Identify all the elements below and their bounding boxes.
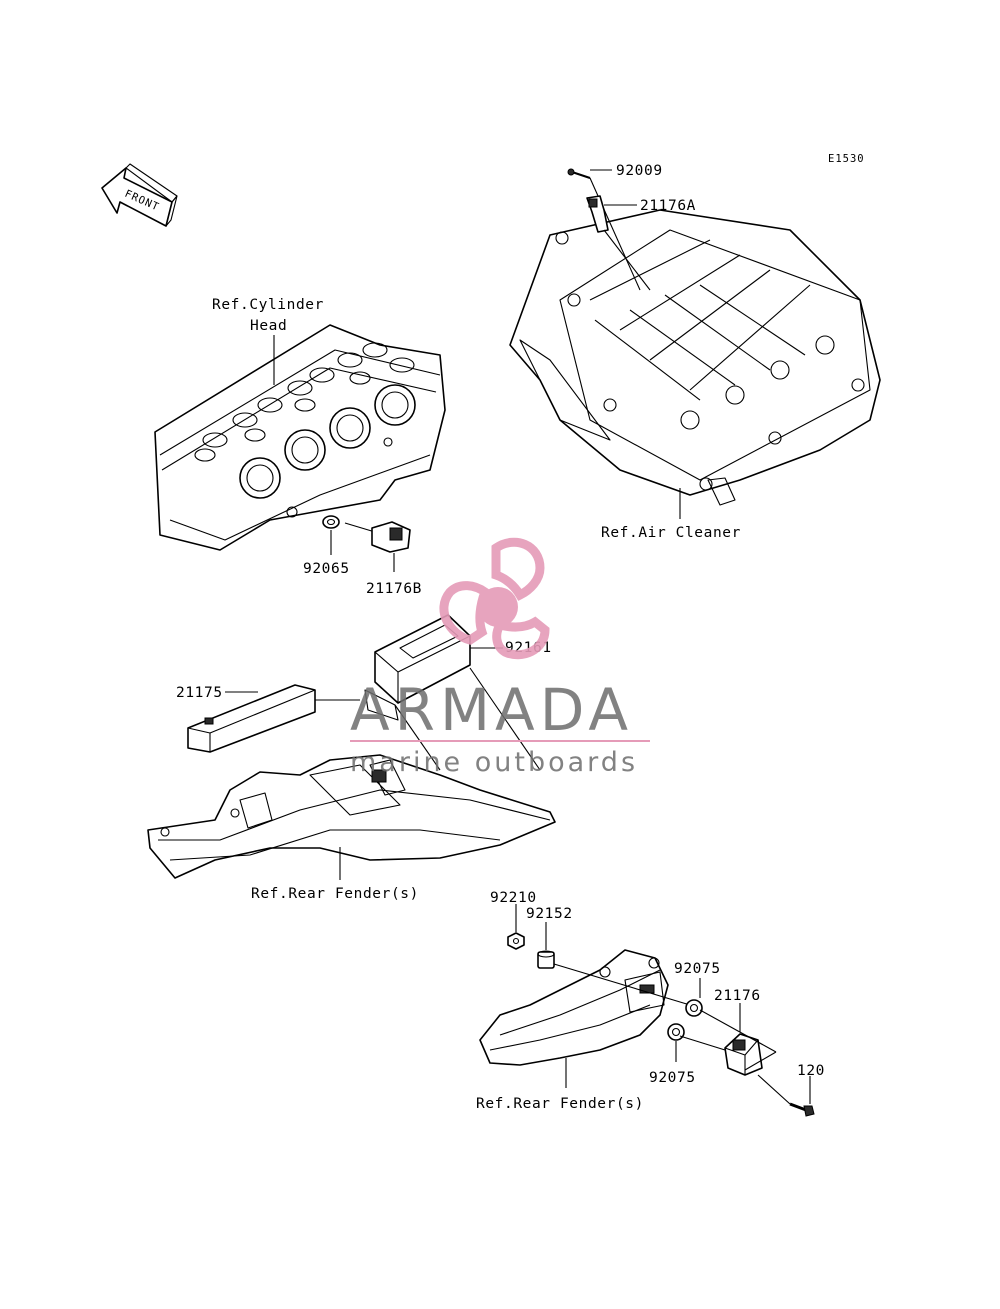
nut-92210 (507, 932, 525, 950)
part-21176-label: 21176 (714, 988, 761, 1004)
armada-watermark: ARMADA marine outboards (350, 537, 650, 778)
part-21176b-label: 21176B (366, 581, 422, 597)
diagram-code: E1530 (828, 153, 865, 165)
bolt-120 (789, 1102, 815, 1117)
front-arrow-icon: FRONT (101, 163, 178, 227)
part-92065-label: 92065 (303, 561, 350, 577)
washer-92065 (322, 515, 340, 529)
watermark-tagline: marine outboards (350, 747, 638, 778)
grommet-92075-top (685, 999, 703, 1017)
part-21175-label: 21175 (176, 685, 223, 701)
module-21175 (187, 684, 316, 753)
rear-fender-upper-illustration (147, 754, 556, 879)
part-21176a-label: 21176A (640, 198, 696, 214)
ref-cylinder-head-label: Ref.Cylinder (212, 297, 324, 313)
ref-air-cleaner-label: Ref.Air Cleaner (601, 525, 741, 541)
part-92075-top-label: 92075 (674, 961, 721, 977)
part-92152-label: 92152 (526, 906, 573, 922)
ref-rear-fender-label-2: Ref.Rear Fender(s) (476, 1096, 644, 1112)
ref-cylinder-head-label-2: Head (250, 318, 287, 334)
part-92210-label: 92210 (490, 890, 537, 906)
air-cleaner-illustration (509, 209, 881, 506)
watermark-brand: ARMADA (350, 676, 633, 744)
part-92075-bottom-label: 92075 (649, 1070, 696, 1086)
rear-fender-lower-illustration (479, 949, 669, 1066)
screw-92009 (567, 168, 591, 179)
ref-rear-fender-label-1: Ref.Rear Fender(s) (251, 886, 419, 902)
part-92009-label: 92009 (616, 163, 663, 179)
sensor-21176 (724, 1033, 763, 1076)
cylinder-head-illustration (154, 324, 446, 551)
collar-92152 (537, 950, 555, 969)
grommet-92075-bottom (667, 1023, 685, 1041)
sensor-21176a (586, 195, 609, 233)
sensor-21176b (344, 521, 411, 553)
propeller-logo-icon (439, 537, 550, 660)
part-120-label: 120 (797, 1063, 825, 1079)
